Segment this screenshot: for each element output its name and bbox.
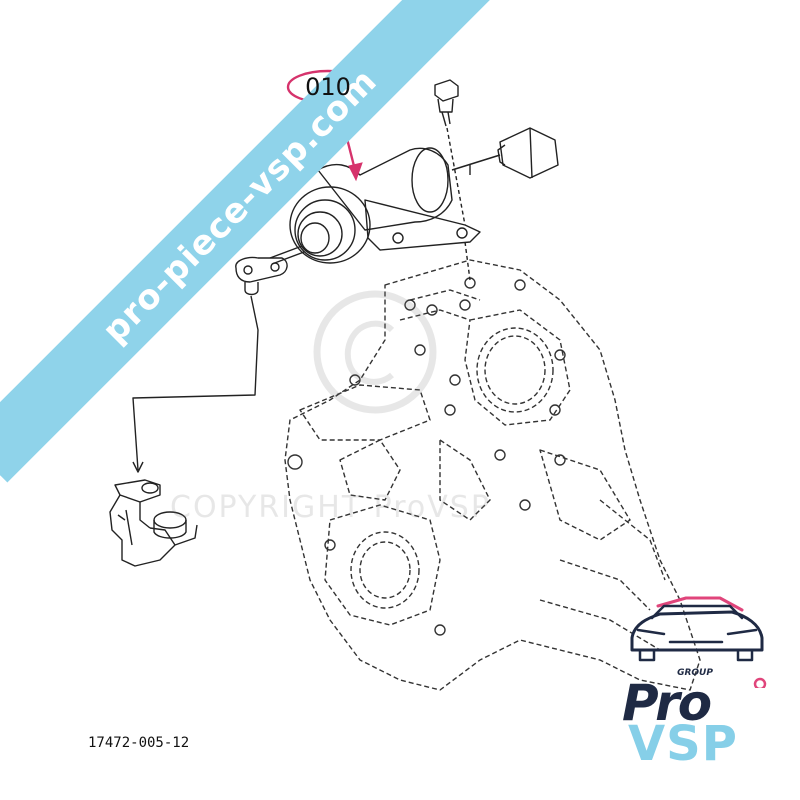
logo-group-text: GROUP	[677, 668, 713, 678]
engine-bolt-holes	[287, 277, 566, 636]
bolt-leader-line	[446, 127, 466, 226]
governor-lever-bracket	[109, 479, 198, 567]
logo-pro-text: Pro	[622, 674, 712, 732]
provsp-logo: GROUP Pro VSP	[620, 588, 770, 773]
diagram-reference-code: 17472-005-12	[88, 735, 190, 751]
copyright-symbol	[313, 290, 437, 414]
linkage-rod	[132, 282, 259, 473]
actuator-part-010[interactable]	[235, 127, 559, 283]
mounting-bolt	[434, 79, 459, 127]
car-silhouette-icon	[630, 596, 767, 688]
callout-arrowhead	[348, 162, 363, 182]
copyright-watermark: COPYRIGHT ProVSP	[170, 490, 491, 525]
bolt-leader-line-lower	[464, 241, 471, 281]
logo-vsp-text: VSP	[628, 716, 738, 772]
part-number-label: 010	[305, 73, 351, 101]
engine-block	[284, 259, 701, 691]
copyright-c	[344, 320, 395, 385]
